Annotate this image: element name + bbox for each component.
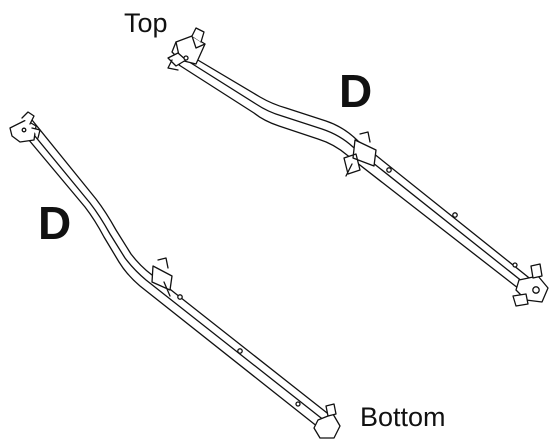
top-label: Top — [124, 8, 168, 38]
upper-rail-middle-bracket — [343, 131, 377, 177]
lower-rail-body — [17, 119, 337, 432]
part-label-upper-rail: D — [339, 65, 373, 117]
lower-rail-end-bracket — [325, 403, 337, 417]
upper-rail-end-bracket — [512, 263, 543, 307]
lower-rail-top-bracket — [21, 111, 41, 139]
bottom-label: Bottom — [360, 402, 446, 432]
lower-rail — [9, 111, 341, 439]
upper-rail — [167, 27, 549, 307]
part-label-lower-rail: D — [38, 197, 72, 249]
lower-rail-middle-bracket — [151, 257, 173, 297]
